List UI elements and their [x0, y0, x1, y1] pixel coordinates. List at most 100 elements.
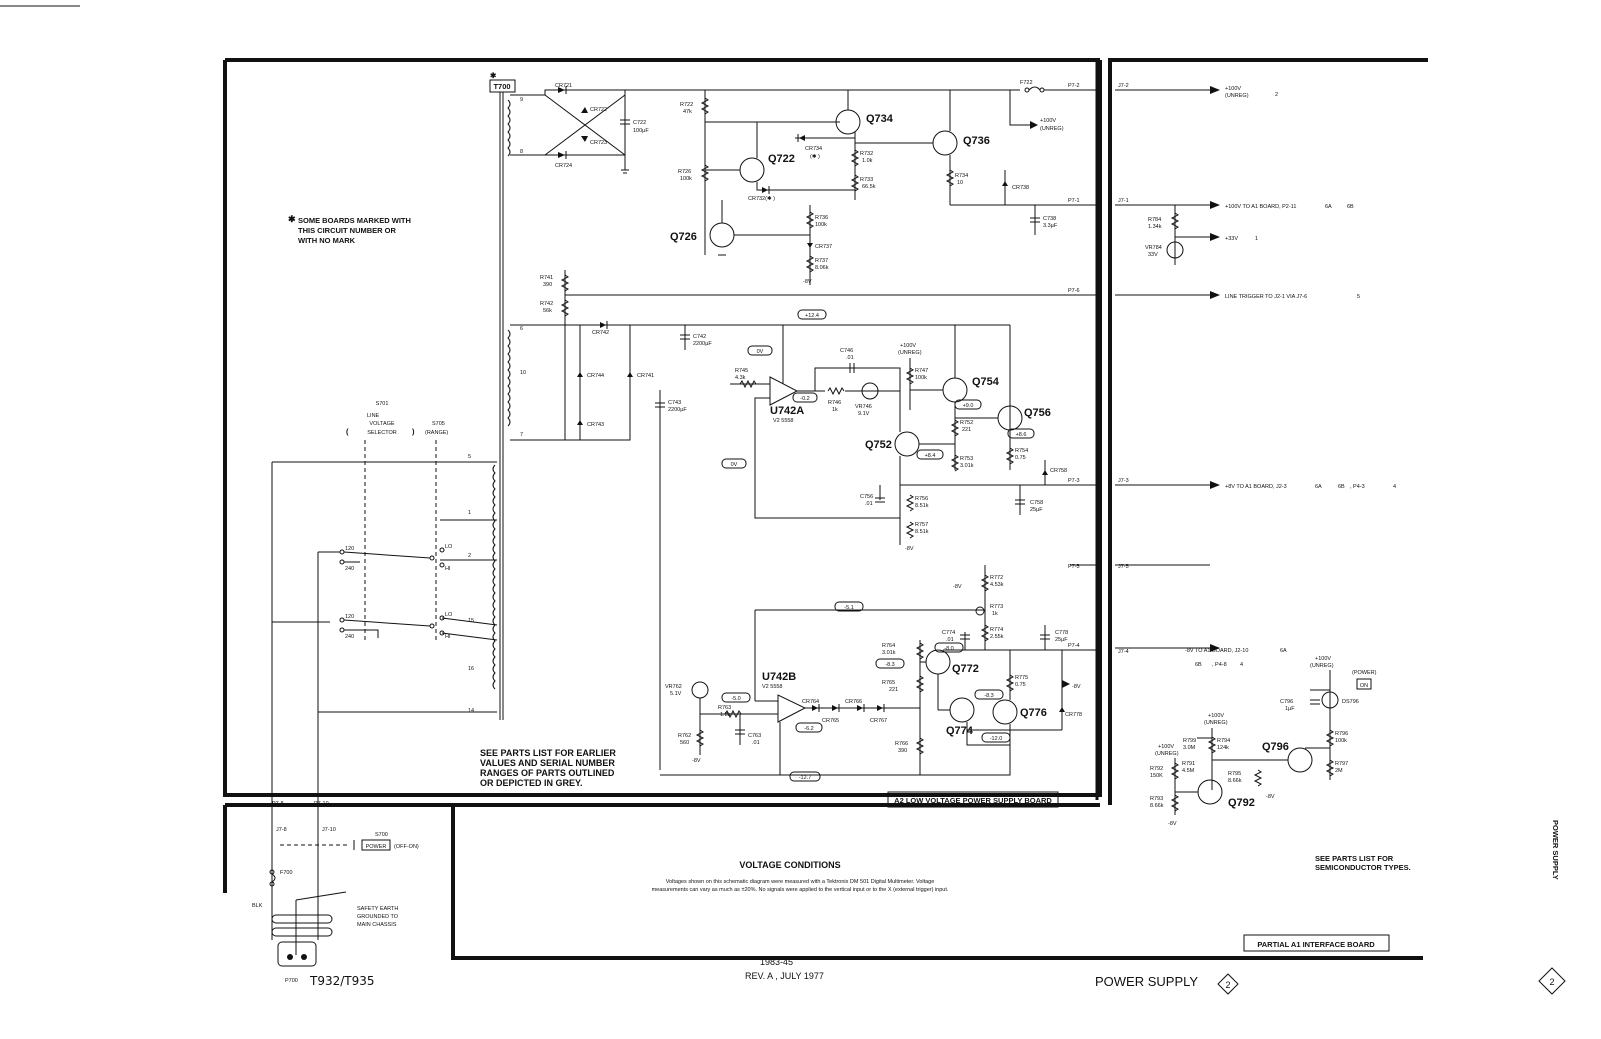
- j7-8-label: J7-8: [276, 827, 287, 833]
- c746-value: .01: [846, 355, 854, 361]
- c738-label: C738: [1043, 216, 1056, 222]
- cr734-label: CR734: [805, 146, 822, 152]
- c756-value: .01: [865, 501, 873, 507]
- s705-lo-a: LO: [445, 544, 453, 550]
- out-100v-label: +100V: [1225, 86, 1241, 92]
- tag-6b-1: 6B: [1347, 204, 1354, 210]
- line-trigger-label: LINE TRIGGER TO J2-1 VIA J7-6: [1225, 294, 1307, 300]
- star-note-line-2: THIS CIRCUIT NUMBER OR: [298, 226, 396, 235]
- cr721-label: CR721: [555, 83, 572, 89]
- out-8v-label: +8V TO A1 BOARD, J2-3: [1225, 484, 1287, 490]
- s701-240-a: 240: [345, 566, 354, 572]
- r795-value: 8.66k: [1228, 778, 1242, 784]
- u742b-symbol: [777, 694, 807, 723]
- r745-label: R745: [735, 368, 748, 374]
- output-labels: +100V (UNREG) 2 +100V TO A1 BOARD, P2-11…: [1185, 86, 1396, 668]
- j7-2-label: J7-2: [1118, 83, 1129, 89]
- r775-label: R775: [1015, 675, 1028, 681]
- c722-value: 100µF: [633, 128, 649, 134]
- c742-value: 2200µF: [693, 341, 712, 347]
- off-on-label: (OFF-ON): [394, 844, 419, 850]
- r762-neg8: -8V: [692, 758, 701, 764]
- line-trigger-rail: R741 390 R742 56k: [540, 270, 1220, 440]
- r784-label: R784: [1148, 217, 1161, 223]
- vr762-value: 5.1V: [670, 691, 682, 697]
- r795-neg8: -8V: [1266, 794, 1275, 800]
- int-100v-label: +100V: [1040, 118, 1056, 124]
- r791-label: R791: [1182, 761, 1195, 767]
- s705-label: S705: [432, 421, 445, 427]
- r747-label: R747: [915, 368, 928, 374]
- q792-symbol: [1197, 779, 1223, 805]
- p7-10-label: P7-10: [314, 801, 329, 807]
- q754-symbol: [942, 377, 968, 403]
- semi-note-line-1: SEE PARTS LIST FOR: [1315, 854, 1394, 863]
- v-minus-6-2: -6.2: [804, 726, 813, 732]
- u742a-type: V2 5558: [773, 418, 794, 424]
- p7-1-label: P7-1: [1068, 198, 1080, 204]
- tag-6a-3: 6A: [1280, 648, 1287, 654]
- vr784-label: VR784: [1145, 245, 1162, 251]
- on-box: [1356, 678, 1372, 690]
- q772-symbol: [925, 649, 951, 675]
- side-title: POWER SUPPLY: [1551, 820, 1560, 880]
- safety-line-3: MAIN CHASSIS: [357, 922, 397, 928]
- q796-label: Q796: [1262, 741, 1289, 753]
- r774-value: 2.55k: [990, 634, 1004, 640]
- r747-hdr-unreg: (UNREG): [898, 350, 922, 356]
- voltage-markers: +12.4 0V -0.2 +9.0 +8.6 +8.4 0V -5.1 -8.…: [721, 309, 1035, 782]
- a2-board-label: A2 LOW VOLTAGE POWER SUPPLY BOARD: [894, 796, 1052, 805]
- connector-labels: P7-2 J7-2 P7-1 J7-1 P7-6 P7-3 J7-3 P7-5 …: [1068, 83, 1129, 655]
- r742-label: R742: [540, 301, 553, 307]
- cr743-label: CR743: [587, 422, 604, 428]
- v-plus-8-4: +8.4: [925, 453, 936, 459]
- voltage-conditions-title: VOLTAGE CONDITIONS: [739, 860, 840, 870]
- footer-diamond-num: 2: [1225, 980, 1230, 990]
- cr764-label: CR764: [802, 699, 819, 705]
- r754-label: R754: [1015, 448, 1028, 454]
- cr722-label: CR722: [590, 107, 607, 113]
- cr765-label: CR765: [822, 718, 839, 724]
- q756-label: Q756: [1024, 407, 1051, 419]
- unreg-100v-rail: F722 +100V (UNREG): [545, 80, 1220, 132]
- parts-note-line-4: OR DEPICTED IN GREY.: [480, 778, 583, 788]
- r734-label: R734: [955, 173, 968, 179]
- s705-lo-b: LO: [445, 612, 453, 618]
- q736-label: Q736: [963, 135, 990, 147]
- regulator-neg8v: R772 4.53k -8V R773 1k R774 2.55k C774 .…: [660, 564, 1220, 776]
- r732-value: 1.0k: [862, 158, 873, 164]
- r762-value: 560: [680, 740, 689, 746]
- f722-label: F722: [1020, 80, 1033, 86]
- pin-9: 9: [520, 97, 523, 103]
- r762-label: R762: [678, 733, 691, 739]
- pin-1: 1: [468, 510, 471, 516]
- s701-label: S701: [376, 401, 389, 407]
- star-note-line-3: WITH NO MARK: [298, 236, 356, 245]
- q722-symbol: [739, 157, 765, 183]
- c778-label: C778: [1055, 630, 1068, 636]
- v-minus-8-0: -8.0: [944, 646, 953, 652]
- r756-value: 8.51k: [915, 503, 929, 509]
- c746-label: C746: [840, 348, 853, 354]
- svg-text:): ): [412, 427, 415, 436]
- corner-diamond: [1538, 967, 1566, 995]
- v-plus-9-0: +9.0: [963, 403, 974, 409]
- r737-neg8: -8V: [803, 279, 812, 285]
- blk-label: BLK: [252, 903, 263, 909]
- p7-3-label: P7-3: [1068, 478, 1080, 484]
- model-label: T932/T935: [309, 974, 375, 988]
- hdr-796-unreg: (UNREG): [1310, 663, 1334, 669]
- rectifier-8v: CR742 CR744 CR741 CR743 C742 2200µF C743…: [510, 321, 1010, 770]
- output-100v-33v: R784 1.34k VR784 33V: [1115, 201, 1220, 265]
- j7-1-label: J7-1: [1118, 198, 1129, 204]
- q754-label: Q754: [972, 376, 1000, 388]
- p7-4-label: P7-4: [1068, 643, 1080, 649]
- transformer-t700: T700 ✱ 9 8 6 10 7 5 1 2 15 16 14: [468, 71, 526, 720]
- power-lamp-circuit: +100V (UNREG) (POWER) ON DS796 C796 1µF …: [1150, 656, 1377, 827]
- r793-value: 8.66k: [1150, 803, 1164, 809]
- out-33v-label: +33V: [1225, 236, 1238, 242]
- parts-note: SEE PARTS LIST FOR EARLIER VALUES AND SE…: [480, 748, 616, 788]
- cr778-label: CR778: [1065, 712, 1082, 718]
- q736-symbol: [932, 130, 958, 156]
- r793-label: R793: [1150, 796, 1163, 802]
